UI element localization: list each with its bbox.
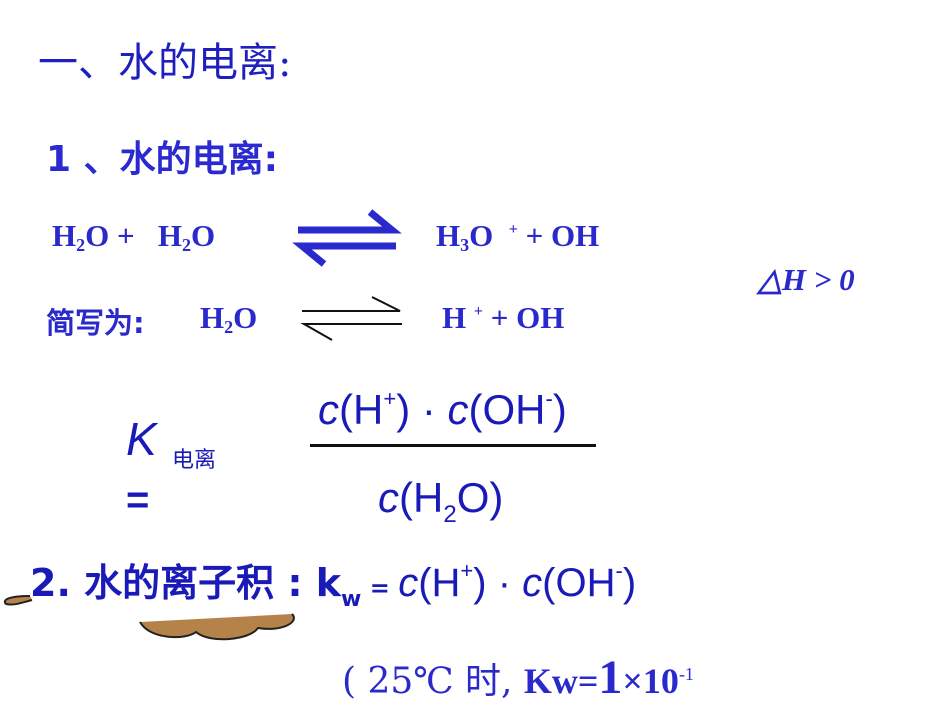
k-subscript: 电离: [172, 448, 217, 473]
fraction-bar: [310, 444, 596, 447]
k-equals: =: [126, 478, 150, 522]
ion-product-line: 2. 水的离子积 : kw = c(H+) · c(OH-): [30, 558, 637, 612]
subsection-title: 1 、水的电离:: [46, 139, 278, 180]
k-symbol: K: [126, 413, 157, 465]
eq2-reactant: H2O: [200, 300, 258, 337]
k-denominator: c(H2O): [378, 474, 504, 528]
equilibrium-arrow-icon: [300, 296, 402, 341]
eq2-prefix: 简写为:: [46, 306, 145, 340]
cloud-callout-icon: [3, 595, 295, 641]
section-title: 一、水的电离:: [38, 40, 292, 86]
delta-h-label: △H > 0: [758, 262, 855, 297]
eq1-reactants: H2O + H2O: [52, 218, 216, 255]
eq2-products: H + + OH: [442, 300, 565, 335]
kw-value-note: ( 25℃ 时, Kw=1×10-1: [342, 651, 694, 704]
bold-equilibrium-arrow-icon: [292, 209, 402, 267]
eq1-products: H3O + + OH: [436, 218, 600, 255]
k-numerator: c(H+) · c(OH-): [318, 386, 567, 433]
